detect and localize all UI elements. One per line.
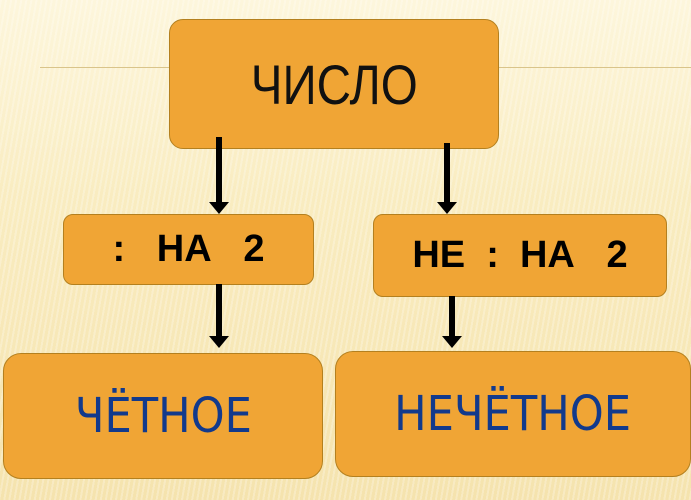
root-label: ЧИСЛО [250, 52, 418, 116]
result-odd-label: НЕЧЁТНОЕ [394, 386, 632, 442]
result-odd-box: НЕЧЁТНОЕ [335, 351, 691, 477]
arrow-root-to-even [209, 137, 229, 214]
condition-divisible-label: : НА 2 [112, 228, 265, 270]
arrow-to-odd [442, 296, 462, 348]
arrow-root-to-odd [437, 143, 457, 214]
root-box: ЧИСЛО [169, 19, 499, 149]
result-even-box: ЧЁТНОЕ [3, 353, 323, 479]
condition-divisible-box: : НА 2 [63, 214, 314, 285]
condition-not-divisible-box: НЕ : НА 2 [373, 214, 667, 297]
condition-not-divisible-label: НЕ : НА 2 [412, 234, 628, 276]
arrow-to-even [209, 284, 229, 348]
result-even-label: ЧЁТНОЕ [74, 388, 252, 444]
